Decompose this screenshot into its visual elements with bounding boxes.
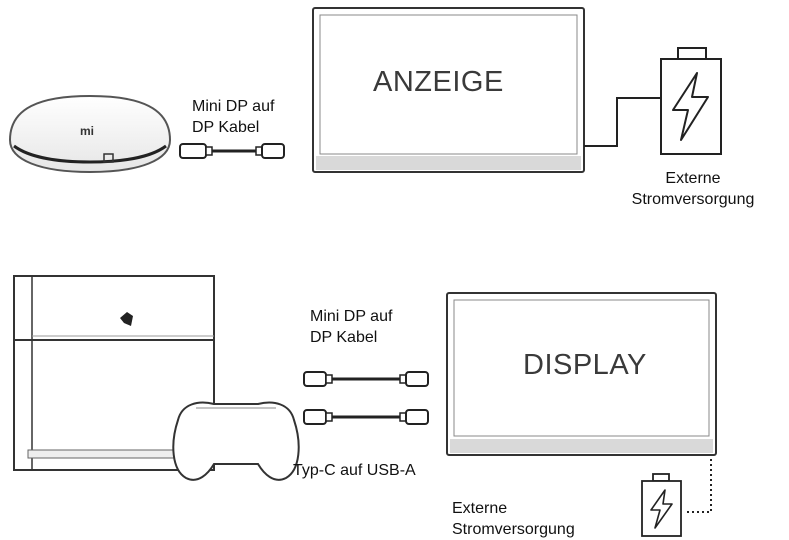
device-logo: mi — [80, 124, 95, 138]
portable-monitor-icon — [312, 7, 585, 173]
power-label-top: Externe Stromversorgung — [608, 168, 778, 210]
power-cable-icon-2 — [684, 459, 712, 513]
cable-label-top: Mini DP auf DP Kabel — [192, 96, 274, 138]
cable-label-top-line1: Mini DP auf — [192, 98, 275, 115]
portable-monitor-icon-2 — [446, 292, 717, 456]
cable-label-top-line2: DP Kabel — [192, 119, 260, 136]
cable-label-bottom: Mini DP auf DP Kabel — [310, 306, 392, 348]
power-label-bottom-line2: Stromversorgung — [452, 521, 575, 538]
display-title-top: ANZEIGE — [373, 66, 504, 98]
mini-dp-cable-icon — [179, 143, 285, 159]
game-controller-icon — [172, 401, 300, 481]
cable-label-bottom-line2: DP Kabel — [310, 329, 378, 346]
power-label-top-line1: Externe — [665, 170, 721, 187]
usb-c-cable-icon — [303, 409, 429, 425]
mini-dp-cable-icon-2 — [303, 371, 429, 387]
game-console-icon — [13, 275, 215, 471]
mi-tv-box-icon — [8, 94, 172, 174]
power-label-bottom: Externe Stromversorgung — [452, 498, 575, 540]
external-battery-icon-2 — [641, 473, 682, 537]
display-title-bottom: DISPLAY — [523, 349, 647, 381]
power-label-top-line2: Stromversorgung — [631, 191, 755, 208]
power-cable-icon — [584, 97, 660, 147]
external-battery-icon — [660, 47, 722, 155]
cable-label-bottom-line1: Mini DP auf — [310, 308, 393, 325]
usb-cable-label: Typ-C auf USB-A — [293, 462, 416, 479]
power-label-bottom-line1: Externe — [452, 500, 508, 517]
